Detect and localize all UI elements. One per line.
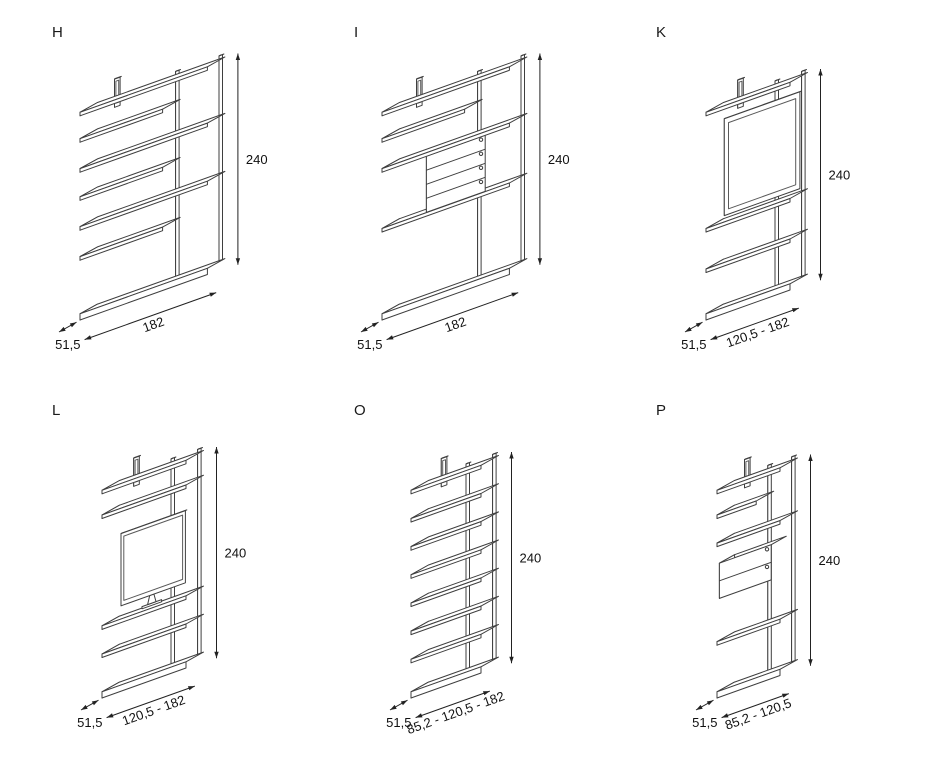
unit-letter: H: [52, 24, 64, 41]
unit-drawing-o: 240 85,2 - 120,5 - 182 51,5: [386, 452, 541, 737]
depth-dimension: 51,5: [692, 715, 717, 730]
width-arrow: [84, 292, 217, 341]
height-dimension: 240: [819, 553, 841, 568]
unit-drawing-i: 240 182 51,5: [357, 53, 570, 352]
unit-drawing-h: 240 182 51,5: [55, 53, 268, 352]
width-arrow: [386, 292, 519, 341]
height-dimension: 240: [520, 551, 542, 566]
dimension-annotations: 240 182 51,5: [55, 53, 268, 352]
unit-letter: L: [52, 402, 61, 419]
unit-letter: I: [354, 24, 359, 41]
depth-dimension: 51,5: [681, 337, 706, 352]
depth-arrow: [389, 699, 408, 711]
dimension-annotations: 240 182 51,5: [357, 53, 570, 352]
width-arrow: [710, 307, 799, 341]
height-arrow: [214, 447, 219, 659]
depth-arrow: [58, 321, 77, 333]
width-dimension: 120,5 - 182: [120, 692, 187, 728]
unit-drawing-p: 240 85,2 - 120,5 51,5: [692, 454, 841, 733]
depth-dimension: 51,5: [386, 715, 411, 730]
dimension-annotations: 240 85,2 - 120,5 - 182 51,5: [386, 452, 541, 737]
unit-drawing-l: 240 120,5 - 182 51,5: [77, 447, 247, 730]
height-dimension: 240: [225, 546, 247, 561]
height-arrow: [818, 69, 823, 281]
width-arrow: [415, 690, 490, 719]
unit-letter: K: [656, 24, 667, 41]
depth-dimension: 51,5: [55, 337, 80, 352]
unit-figure-p: P 240 85,2 - 120,5 51,5: [626, 386, 926, 760]
unit-letter: P: [656, 402, 667, 419]
depth-dimension: 51,5: [357, 337, 382, 352]
width-arrow: [106, 685, 195, 719]
unit-letter: O: [354, 402, 367, 419]
unit-drawing-k: 240 120,5 - 182 51,5: [681, 69, 851, 352]
shelving-line-art: [410, 452, 499, 699]
height-dimension: 240: [246, 152, 268, 167]
shelving-line-art: [716, 454, 798, 699]
unit-figure-i: I 240 182 51,5: [324, 8, 624, 382]
unit-figure-k: K 240 120,5 - 182 51,5: [626, 8, 926, 382]
width-dimension: 182: [141, 314, 166, 335]
width-dimension: 85,2 - 120,5: [723, 695, 793, 733]
height-dimension: 240: [829, 168, 851, 183]
depth-arrow: [80, 699, 99, 711]
width-dimension: 120,5 - 182: [724, 314, 791, 350]
unit-figure-h: H 240 182 51,5: [22, 8, 322, 382]
shelving-line-art: [79, 53, 226, 321]
shelving-line-art: [705, 69, 808, 321]
height-dimension: 240: [548, 152, 570, 167]
depth-arrow: [695, 699, 714, 711]
depth-dimension: 51,5: [77, 715, 102, 730]
height-arrow: [537, 53, 543, 265]
height-arrow: [509, 452, 514, 664]
width-dimension: 182: [443, 314, 468, 335]
unit-figure-l: L 240 120,5 - 182 51,5: [22, 386, 322, 760]
height-arrow: [235, 53, 241, 265]
dimension-annotations: 240 85,2 - 120,5 51,5: [692, 454, 841, 733]
unit-figure-o: O 240 85,2 - 120,5 - 182 51,5: [324, 386, 624, 760]
width-arrow: [721, 693, 789, 719]
shelving-line-art: [101, 447, 204, 699]
shelving-line-art: [381, 53, 528, 321]
depth-arrow: [360, 321, 379, 333]
depth-arrow: [684, 321, 703, 333]
width-dimension: 85,2 - 120,5 - 182: [405, 688, 507, 737]
height-arrow: [808, 454, 813, 666]
